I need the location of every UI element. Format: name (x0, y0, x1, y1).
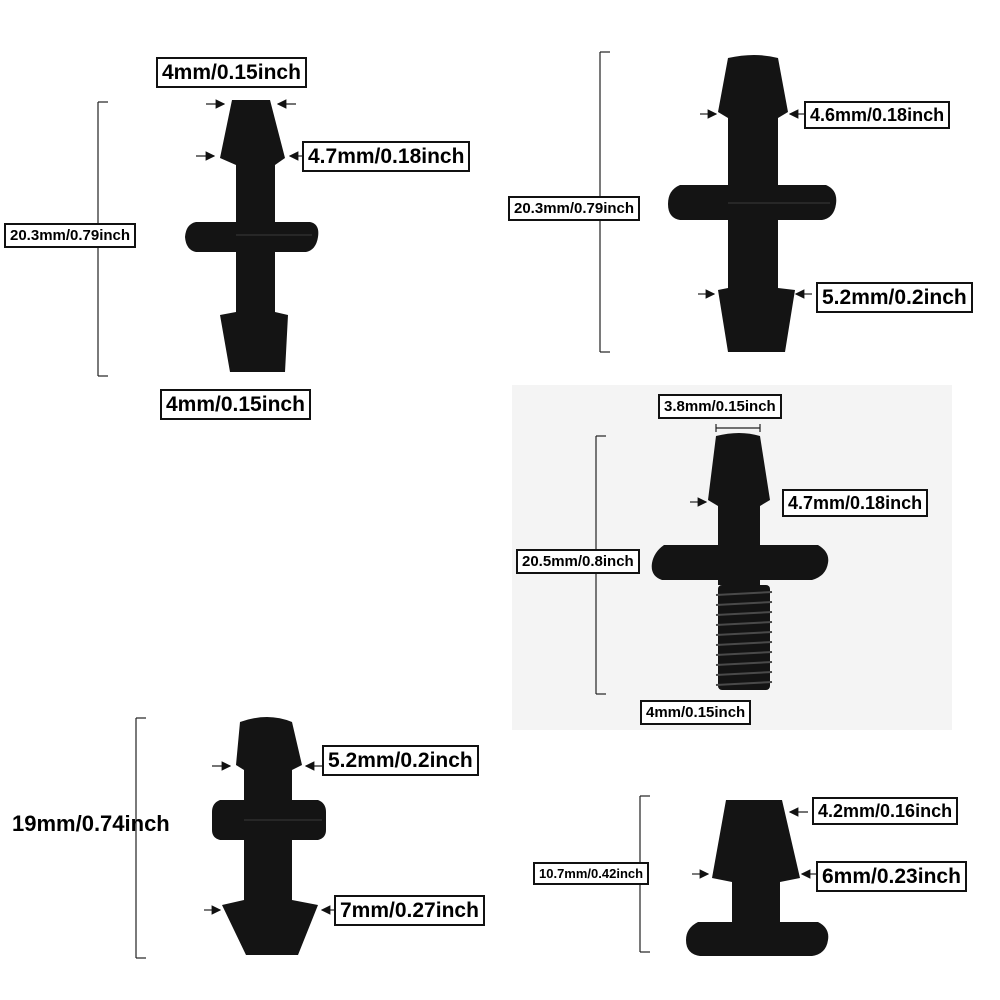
fitting-5-image (686, 800, 829, 956)
fitting-3-image (651, 433, 829, 690)
fitting-4-bottom-width-label: 7mm/0.27inch (334, 895, 485, 926)
fitting-1-top-width-label: 4mm/0.15inch (156, 57, 307, 88)
fitting-2-image (668, 55, 837, 352)
fitting-4-length-label: 19mm/0.74inch (12, 811, 170, 836)
fitting-1-bottom-width-label: 4mm/0.15inch (160, 389, 311, 420)
fitting-3-length-label: 20.5mm/0.8inch (516, 549, 640, 574)
fitting-5-barb-width-label: 6mm/0.23inch (816, 861, 967, 892)
fitting-2-length-label: 20.3mm/0.79inch (508, 196, 641, 221)
fitting-3-barb-width-label: 4.7mm/0.18inch (782, 489, 929, 517)
fitting-1-length-label: 20.3mm/0.79inch (4, 223, 137, 248)
fitting-4-image (212, 717, 326, 955)
fitting-4-barb-width-label: 5.2mm/0.2inch (322, 745, 479, 776)
fitting-2-bottom-width-label: 5.2mm/0.2inch (816, 282, 973, 313)
fitting-1-image (185, 100, 319, 372)
fitting-3-thread-width-label: 4mm/0.15inch (640, 700, 752, 725)
fitting-5-top-width-label: 4.2mm/0.16inch (812, 797, 959, 825)
fitting-3-top-width-label: 3.8mm/0.15inch (658, 394, 782, 419)
fitting-5-length-label: 10.7mm/0.42inch (533, 862, 650, 885)
fitting-2-top-width-label: 4.6mm/0.18inch (804, 101, 951, 129)
fitting-1-barb-width-label: 4.7mm/0.18inch (302, 141, 471, 172)
